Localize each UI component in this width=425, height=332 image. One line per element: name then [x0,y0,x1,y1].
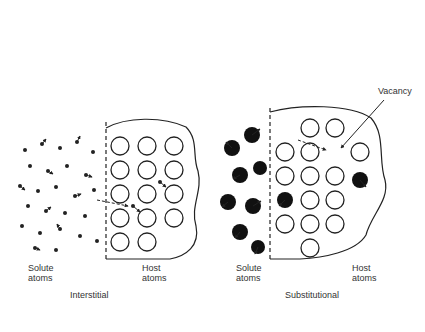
vacancy-leader [341,100,384,148]
interstitial-panel [18,119,199,262]
solute-label: Solute atoms [236,263,270,284]
substitutional-panel [220,100,386,262]
panel-caption: Substitutional [285,290,365,300]
host-label: Host atoms [142,263,174,284]
panel-caption: Interstitial [70,290,140,300]
solute-label: Solute atoms [28,263,62,284]
vacancy-label: Vacancy [378,86,422,96]
host-label: Host atoms [352,263,384,284]
